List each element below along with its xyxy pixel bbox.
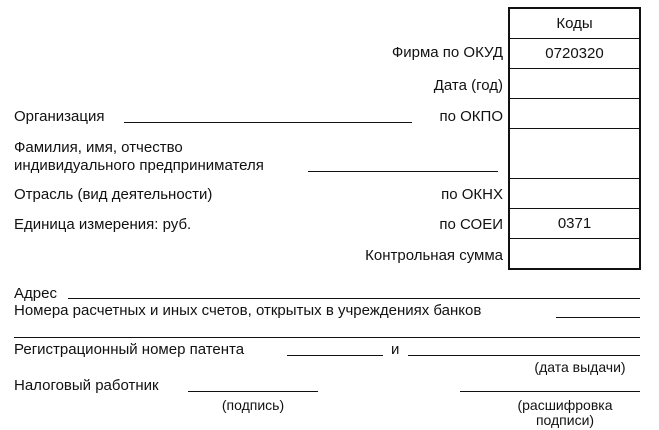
soei-label: по СОЕИ <box>439 216 503 233</box>
unit-label: Единица измерения: руб. <box>14 216 192 233</box>
decoding-caption-line1: (расшифровка <box>517 397 613 413</box>
checksum-label: Контрольная сумма <box>365 247 503 264</box>
fio-label-line1: Фамилия, имя, отчество <box>14 139 183 156</box>
soei-code-cell[interactable]: 0371 <box>510 208 639 238</box>
checksum-cell[interactable] <box>510 238 639 268</box>
organization-field[interactable] <box>124 122 412 123</box>
address-field[interactable] <box>68 298 640 299</box>
year-label: Дата (год) <box>433 77 503 94</box>
entrepreneur-code-cell[interactable] <box>510 128 639 178</box>
okonh-code-cell[interactable] <box>510 178 639 208</box>
entrepreneur-name-field[interactable] <box>308 171 498 172</box>
signature-caption: (подпись) <box>221 397 285 413</box>
patent-label: Регистрационный номер патента <box>14 341 245 358</box>
codes-header: Коды <box>556 15 593 32</box>
okud-label: Фирма по ОКУД <box>391 44 503 61</box>
tax-worker-label: Налоговый работник <box>14 377 159 394</box>
signature-field[interactable] <box>188 391 318 392</box>
address-label: Адрес <box>14 285 57 302</box>
codes-table: Коды 0720320 0371 <box>508 7 641 270</box>
okud-code-cell[interactable]: 0720320 <box>510 38 639 68</box>
accounts-field-extra[interactable] <box>14 337 640 338</box>
accounts-field[interactable] <box>556 317 640 318</box>
issue-date-field[interactable] <box>408 355 640 356</box>
organization-label: Организация <box>14 108 105 125</box>
fio-label-line2: индивидуального предпринимателя <box>14 157 264 174</box>
okpo-label: по ОКПО <box>439 108 504 125</box>
okonh-label: по ОКНХ <box>441 186 503 203</box>
issue-date-caption: (дата выдачи) <box>534 359 626 375</box>
decoding-caption-line2: подписи) <box>535 412 595 428</box>
and-label: и <box>391 341 400 358</box>
okpo-code-cell[interactable] <box>510 98 639 128</box>
decoding-field[interactable] <box>460 391 640 392</box>
industry-label: Отрасль (вид деятельности) <box>14 186 213 203</box>
year-date-cell[interactable] <box>510 68 639 98</box>
accounts-label: Номера расчетных и иных счетов, открытых… <box>14 302 482 319</box>
patent-number-field[interactable] <box>287 355 383 356</box>
